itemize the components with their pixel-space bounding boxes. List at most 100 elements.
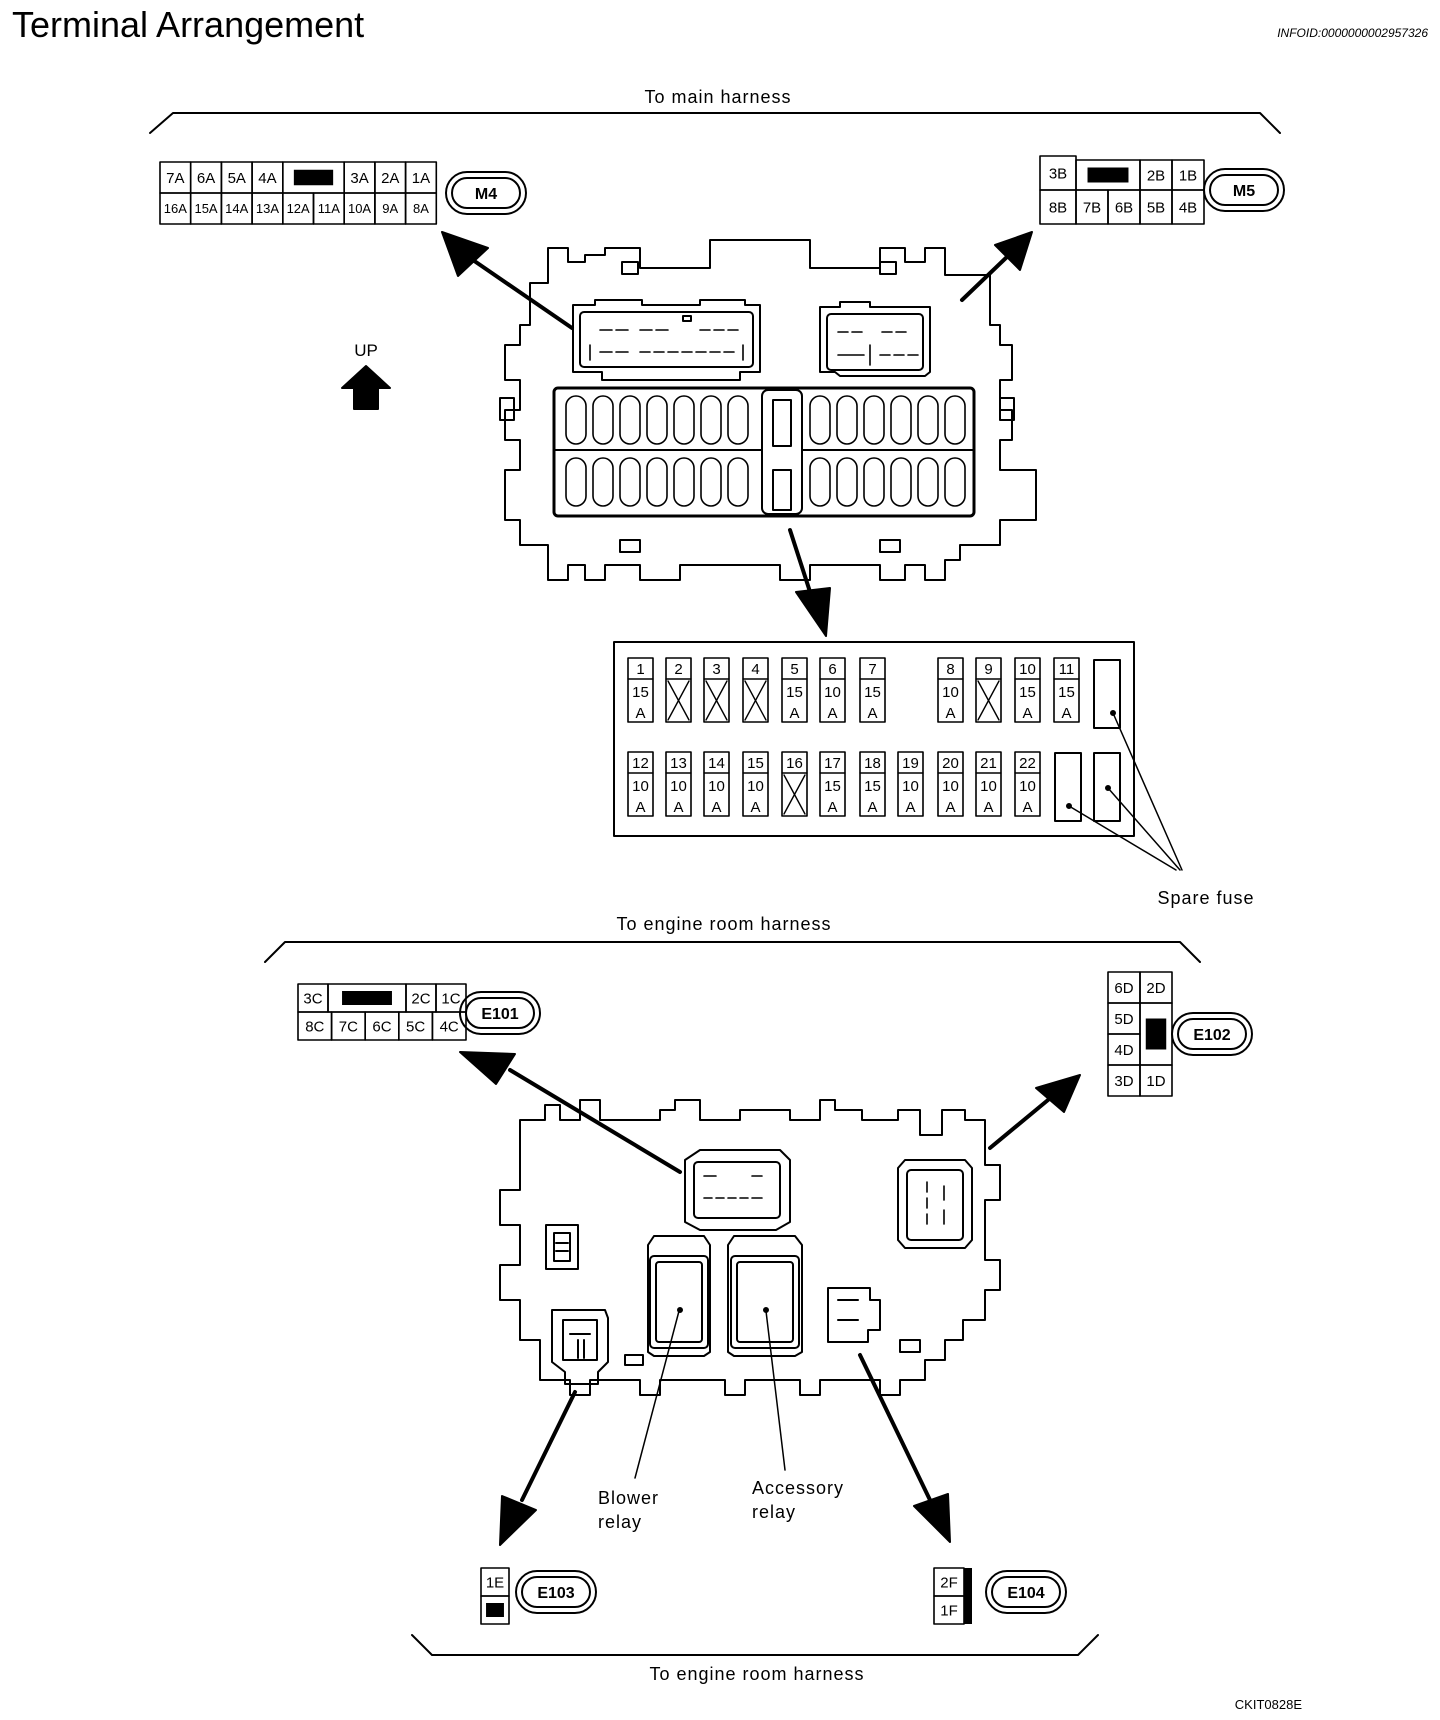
e103-pin-cell [480,1595,510,1625]
fuse-slot [917,395,939,445]
fuse-number: 6 [828,661,836,678]
e103-pin-filled-cell [486,1603,504,1617]
m5-pin: 1B [1179,167,1197,184]
e103-badge-outer [515,1570,597,1614]
fuse-number: 8 [946,661,954,678]
m4-pin: 12A [287,201,310,216]
fuse-11 [1053,657,1080,723]
fuse-slot [863,457,885,507]
fuse-amperage: 10 [824,684,841,701]
e101-badge-outer [459,991,541,1035]
fuse-unit: A [789,705,799,722]
m5-pin-cell [1171,189,1205,225]
fuse-8 [937,657,964,723]
fuse-amperage: 15 [1019,684,1036,701]
fuse-number: 22 [1019,755,1036,772]
fuse-amperage: 10 [942,778,959,795]
m5-pin: 2B [1147,167,1165,184]
fuse-slot [836,457,858,507]
fuse-number: 11 [1059,661,1075,678]
e102-pin: 4D [1114,1042,1133,1059]
fuse-unit: A [945,799,955,816]
pointer-arrows [441,231,1081,1546]
fuse-amperage: 10 [670,778,687,795]
e102-id: E102 [1193,1027,1230,1044]
blower-relay-body [647,1235,711,1357]
e104-badge-outer [985,1570,1067,1614]
e103-badge-inner [521,1576,591,1608]
fuse-slot [809,457,831,507]
m5-pin-filled-cell [1087,167,1129,183]
fuse-6 [819,657,846,723]
info-id: INFOID:0000000002957326 [1277,26,1428,40]
fuse-unit: A [1022,705,1032,722]
m4-pin-filled-cell [293,169,334,186]
m4-pin: 14A [225,201,248,216]
e102-pin: 3D [1114,1073,1133,1090]
m4-pin: 5A [228,170,246,187]
fuse-2 [665,657,692,723]
m4-pin: 16A [164,201,187,216]
m4-badge-inner [451,177,521,209]
m4-badge-outer [445,171,527,215]
fuse-slot [836,395,858,445]
fuse-14 [703,751,730,817]
fuse-number: 7 [868,661,876,678]
m4-pin: 3A [350,170,368,187]
fuse-21 [975,751,1002,817]
e103-id: E103 [537,1585,574,1602]
main-harness-bracket: To main harness [149,87,1281,134]
m4-pin-cell [404,192,438,225]
fuse-4 [742,657,769,723]
m5-pin: 6B [1115,199,1133,216]
up-arrow-icon: UP [341,341,391,410]
fuse-16 [781,751,808,817]
fuse-9 [975,657,1002,723]
engine-room-harness-label-lower: To engine room harness [649,1664,864,1684]
fuse-slot [646,395,668,445]
fuse-amperage: 15 [864,684,881,701]
m4-pin: 10A [348,201,371,216]
fuse-number: 14 [708,755,725,772]
fuse-slot [917,457,939,507]
m4-pin: 7A [166,170,184,187]
fuse-5 [781,657,808,723]
fuse-block-top-view [499,239,1037,581]
e101-pin-cell [431,1011,467,1041]
fuse-unit: A [1022,799,1032,816]
m5-pin: 8B [1049,199,1067,216]
fuse-22 [1014,751,1041,817]
m4-pin: 1A [412,170,430,187]
fuse-number: 9 [984,661,992,678]
e101-id: E101 [481,1006,518,1023]
fuse-number: 5 [790,661,798,678]
e104-pin: 2F [940,1574,958,1591]
fuse-unit: A [827,705,837,722]
spare-fuse-slot-1 [1093,659,1121,729]
fuse-19 [897,751,924,817]
m5-badge-outer [1203,168,1285,212]
fuse-slot [890,457,912,507]
fuse-slot [646,457,668,507]
m4-pin: 9A [382,201,398,216]
fuse-unit: A [635,705,645,722]
fuse-slot [809,395,831,445]
e104-badge-inner [991,1576,1061,1608]
fuse-slot [944,457,966,507]
fuse-amperage: 10 [902,778,919,795]
fuse-12 [627,751,654,817]
fuse-unit: A [711,799,721,816]
spare-fuse-slot-2 [1054,752,1082,822]
blower-relay-label: Blower [598,1488,659,1508]
m4-pin: 6A [197,170,215,187]
fuse-17 [819,751,846,817]
fuse-10 [1014,657,1041,723]
fuse-20 [937,751,964,817]
e102-pin-cell [1139,1064,1173,1097]
fuse-number: 18 [864,755,881,772]
fuse-unit: A [635,799,645,816]
